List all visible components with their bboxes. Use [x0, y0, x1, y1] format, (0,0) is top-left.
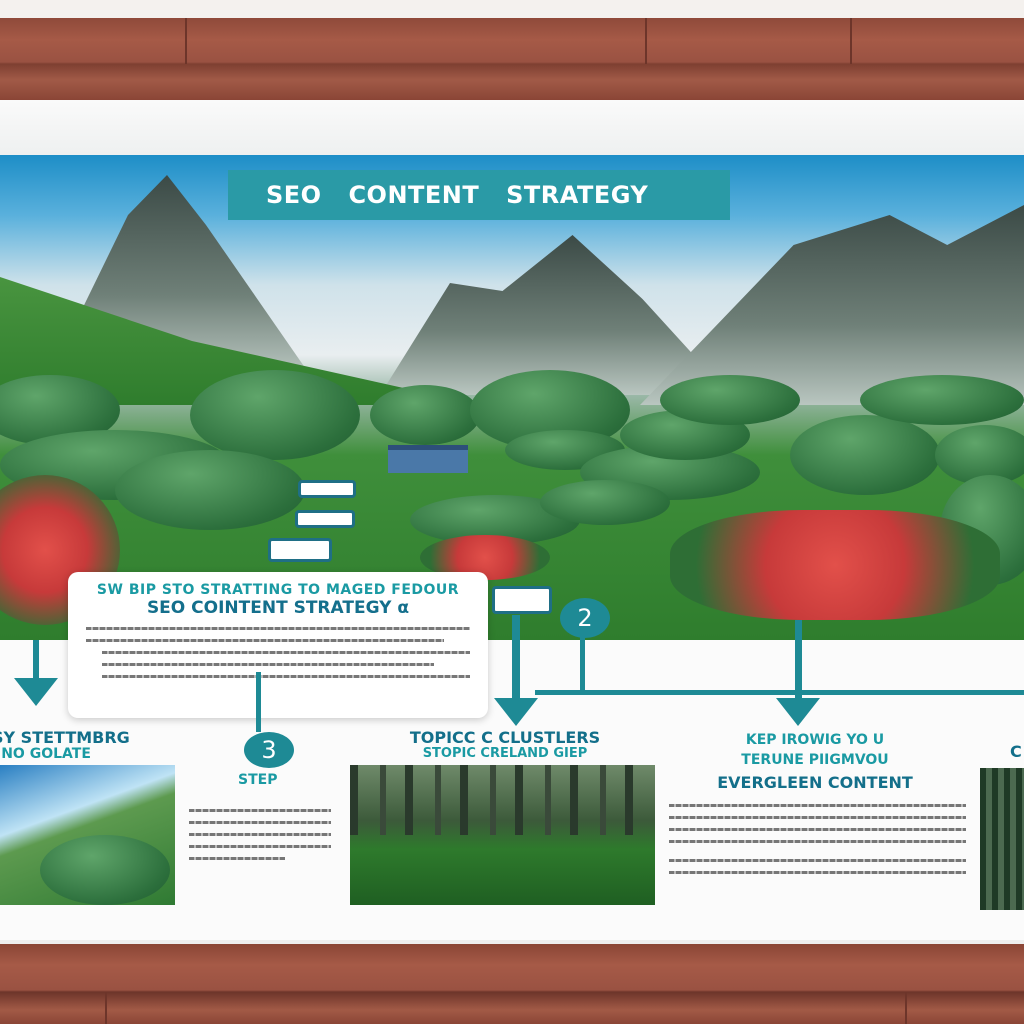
hills-photo — [0, 765, 175, 905]
text-line — [86, 639, 444, 642]
forest-photo-partial — [980, 768, 1024, 910]
plank-seam — [645, 18, 647, 64]
label-tag — [268, 538, 332, 562]
intro-heading: SEO COINTENT STRATEGY α — [146, 598, 410, 618]
bullet-line — [102, 651, 470, 654]
text-line — [189, 845, 331, 848]
wooden-frame-top — [0, 0, 1024, 100]
connector-line — [580, 630, 585, 692]
arrow-shaft — [795, 620, 802, 700]
text-line — [669, 816, 966, 819]
bullet-line — [102, 675, 470, 678]
text-line — [189, 833, 331, 836]
step-subheading: INO GOLATE — [0, 746, 91, 762]
intro-kicker: SW BIP STO STRATTING TO MAGED FEDOUR — [96, 582, 460, 598]
step-heading: TOPICC C CLUSTLERS — [409, 728, 601, 747]
step-kicker: TERUNE PIIGMVOU — [741, 752, 889, 768]
plank-seam — [105, 992, 107, 1024]
wooden-frame-bottom — [0, 940, 1024, 1024]
bullet-line — [669, 859, 966, 862]
text-line — [189, 857, 285, 860]
partial-heading: C — [1010, 742, 1022, 761]
connector-line — [535, 690, 1024, 695]
plank-seam — [850, 18, 852, 64]
down-arrow-icon — [776, 698, 820, 726]
step-number-badge: 3 — [244, 732, 294, 768]
step-subheading: STOPIC CRELAND GIEP — [422, 746, 588, 761]
intro-card: SW BIP STO STRATTING TO MAGED FEDOUR SEO… — [68, 572, 488, 718]
text-line — [669, 804, 966, 807]
step-heading: SY STETTMBRG — [0, 728, 130, 747]
arrow-shaft — [33, 640, 39, 680]
text-line — [669, 871, 966, 874]
step-body — [665, 795, 970, 883]
label-tag — [298, 480, 356, 498]
step-kicker: KEP IROWIG YO U — [745, 732, 885, 748]
step-number-badge: 2 — [560, 598, 610, 638]
text-line — [189, 809, 331, 812]
step-body — [185, 800, 335, 869]
forest-photo — [350, 765, 655, 905]
step-label: STEP — [238, 772, 278, 788]
label-tag — [295, 510, 355, 528]
arrow-shaft — [256, 672, 261, 732]
down-arrow-icon — [494, 698, 538, 726]
landscape-photo — [0, 155, 1024, 640]
house — [388, 445, 468, 473]
text-line — [86, 627, 470, 630]
text-line — [669, 840, 966, 843]
text-line — [669, 828, 966, 831]
text-line — [189, 821, 331, 824]
poster-mat — [0, 100, 1024, 155]
plank-seam — [905, 992, 907, 1024]
down-arrow-icon — [14, 678, 58, 706]
plank-seam — [185, 18, 187, 64]
text-line — [102, 663, 434, 666]
step-heading: EVERGLEEN CONTENT — [717, 773, 913, 792]
label-tag — [492, 586, 552, 614]
arrow-shaft — [512, 615, 520, 700]
poster-title-banner: SEO CONTENT STRATEGY — [228, 170, 730, 220]
